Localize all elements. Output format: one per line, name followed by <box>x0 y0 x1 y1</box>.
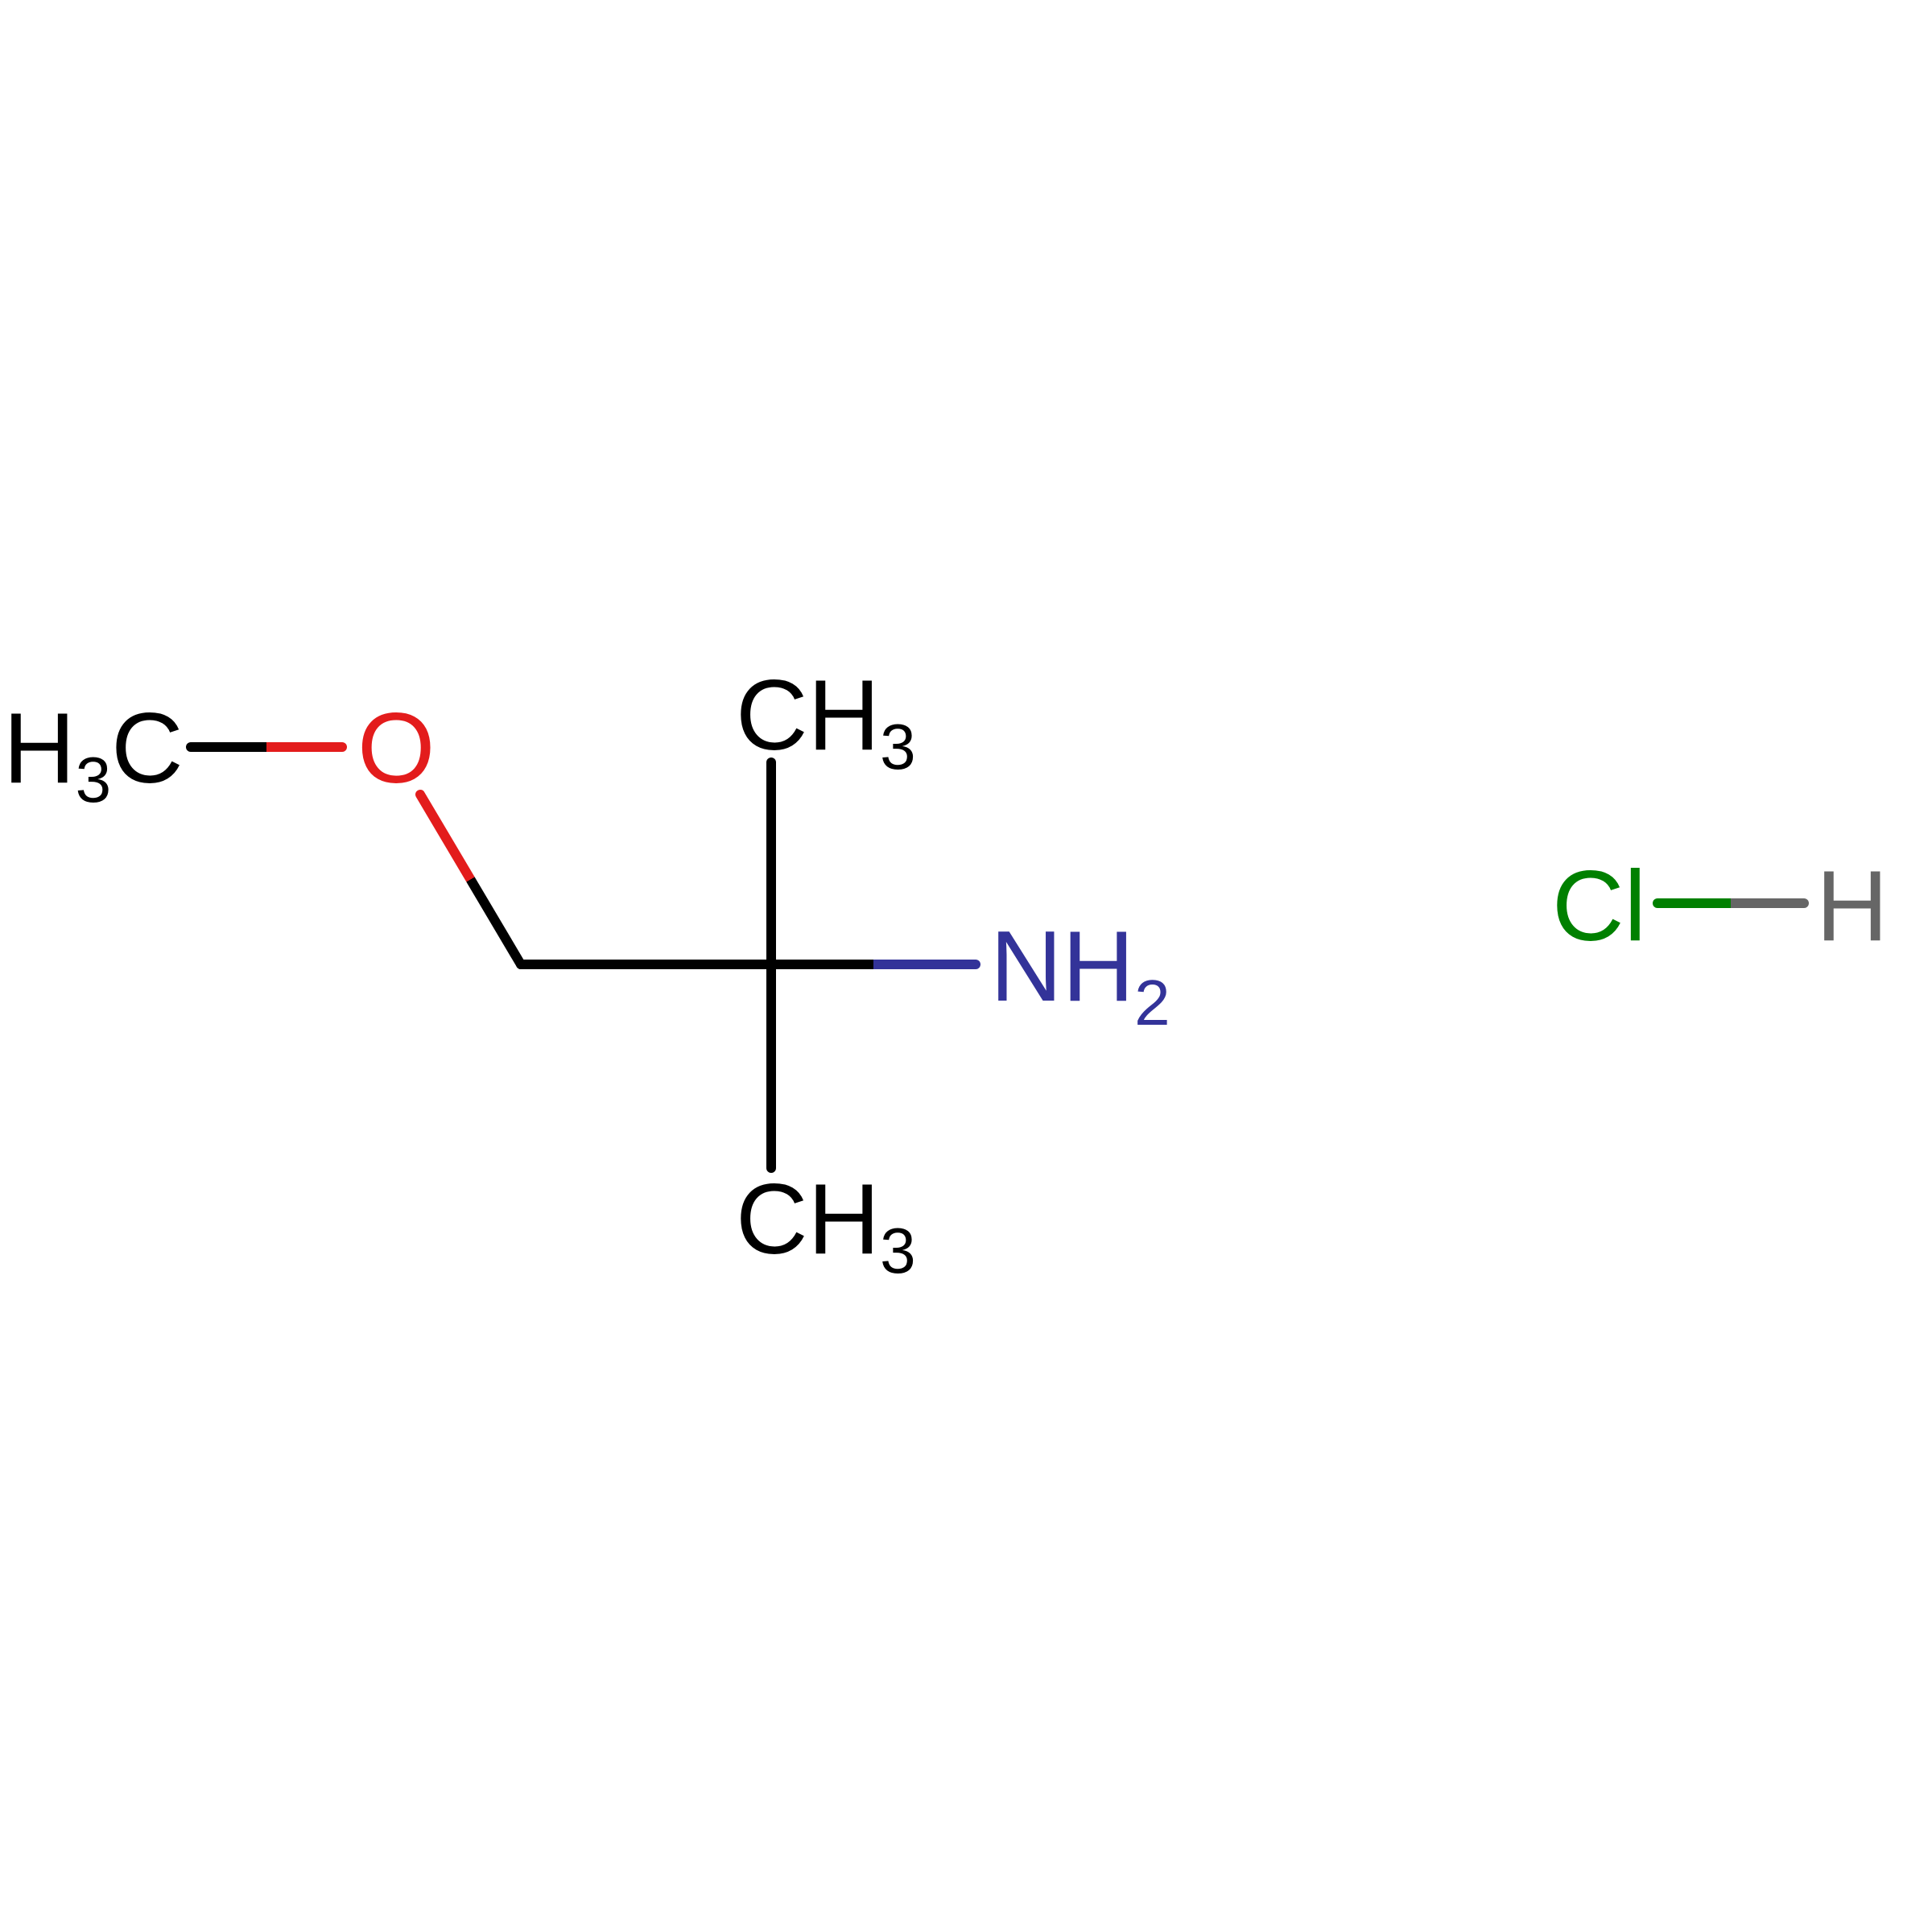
atom-methyl-top: CH3 <box>736 660 916 782</box>
atom-methyl-left: H3C <box>3 693 184 815</box>
atom-methyl-bottom: CH3 <box>736 1164 916 1286</box>
atom-amine: NH2 <box>990 911 1170 1038</box>
atom-oxygen: O <box>357 693 435 804</box>
atom-hydrogen: H <box>1816 851 1889 962</box>
atom-chlorine: Cl <box>1552 851 1646 962</box>
bond-oxygen-methylene <box>415 790 526 969</box>
